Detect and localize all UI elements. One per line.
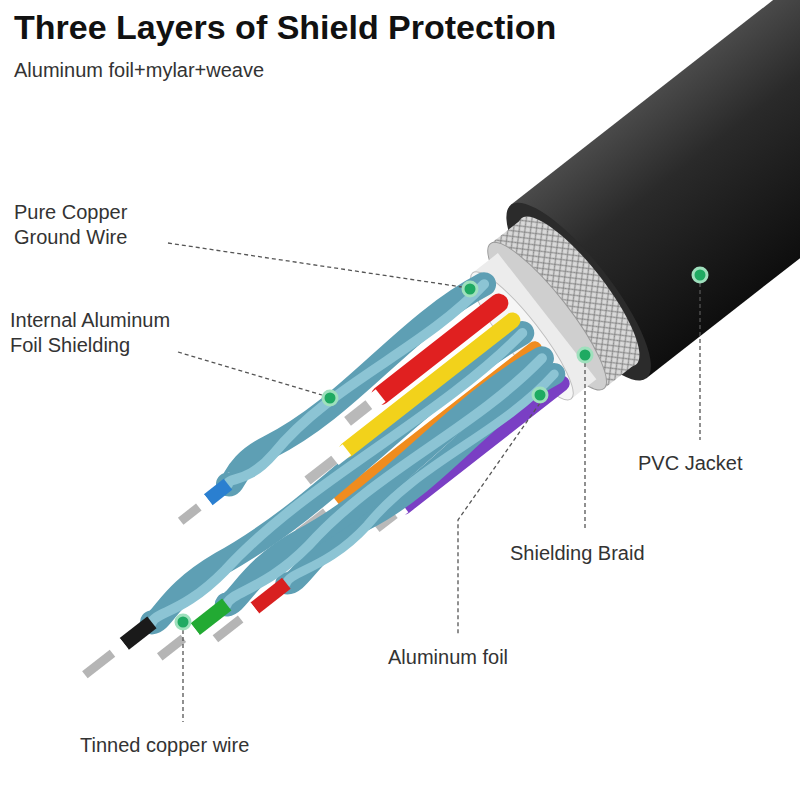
title: Three Layers of Shield Protection — [14, 6, 556, 49]
part-label: Internal Aluminum Foil Shielding — [10, 308, 195, 358]
cable — [18, 0, 800, 763]
part-label: Pure Copper Ground Wire — [14, 200, 164, 250]
part-label: Aluminum foil — [388, 645, 508, 670]
callout-dot — [533, 388, 547, 402]
leader-line — [458, 403, 540, 636]
leader-line — [699, 283, 700, 440]
callout-dots — [176, 268, 707, 629]
callout-dot — [463, 282, 477, 296]
part-label: PVC Jacket — [638, 451, 742, 476]
part-label: Shielding Braid — [510, 541, 645, 566]
callout-dot — [693, 268, 707, 282]
leader-line — [182, 630, 183, 722]
callout-dot — [578, 348, 592, 362]
leader-line — [168, 243, 462, 287]
part-label: Tinned copper wire — [80, 733, 249, 758]
leader-lines — [168, 243, 700, 722]
leader-line — [584, 363, 585, 530]
callout-dot — [323, 391, 337, 405]
callout-dot — [176, 615, 190, 629]
leader-line — [178, 352, 322, 395]
subtitle: Aluminum foil+mylar+weave — [14, 58, 264, 83]
